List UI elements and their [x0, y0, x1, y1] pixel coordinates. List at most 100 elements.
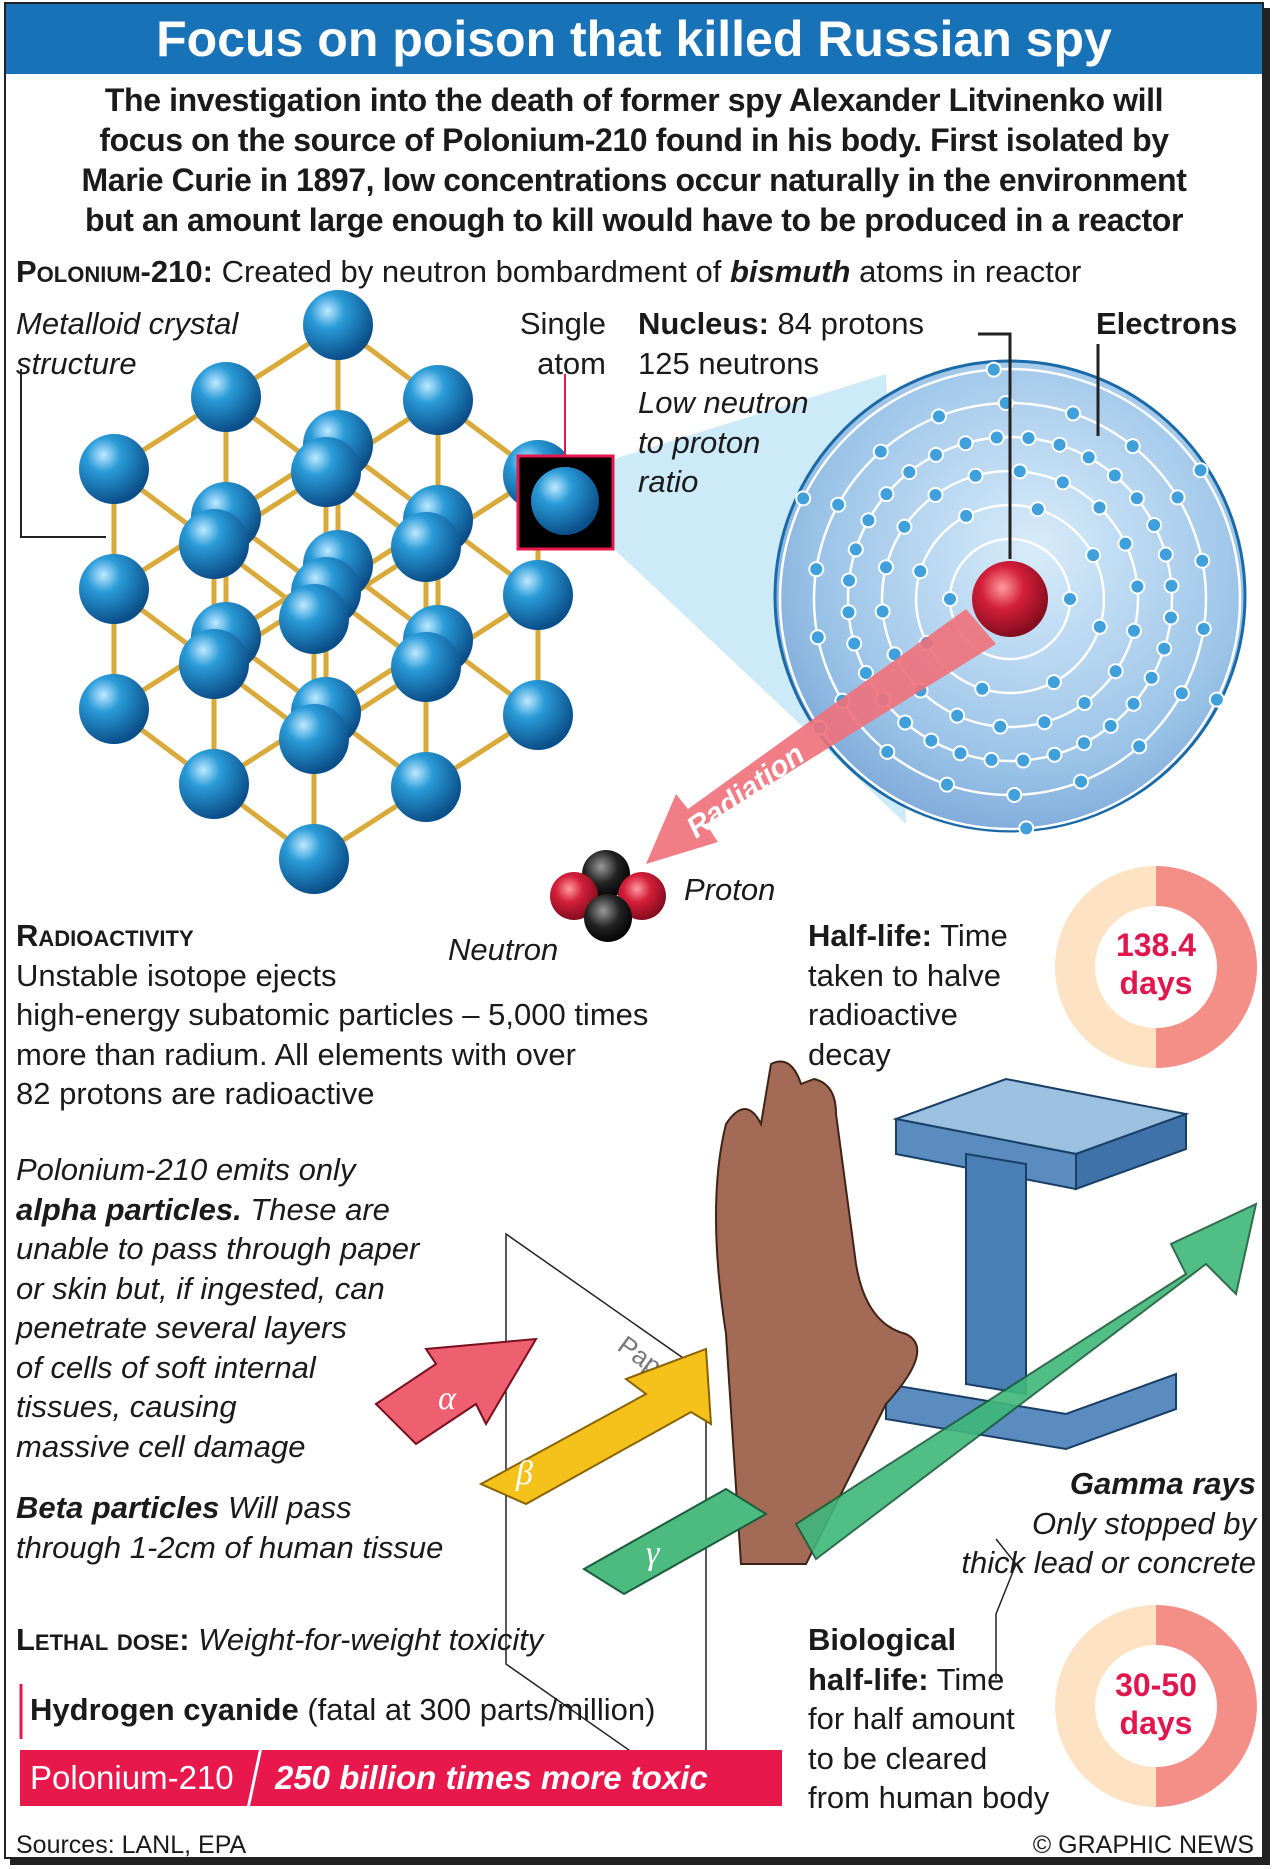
electron	[1208, 691, 1225, 708]
electron	[901, 464, 918, 481]
lattice-atom	[79, 554, 149, 624]
electron	[1085, 547, 1102, 564]
nucleus	[972, 561, 1048, 637]
gamma-bar: γ	[582, 1487, 768, 1596]
electron	[1128, 490, 1145, 507]
electron	[930, 408, 947, 425]
electron	[985, 361, 1002, 378]
electron	[860, 512, 877, 529]
lattice-atom	[179, 629, 249, 699]
electron	[1036, 714, 1053, 731]
electron	[1015, 752, 1032, 769]
electron	[1018, 820, 1035, 837]
electron	[1076, 735, 1093, 752]
nucleus-label: Nucleus: 84 protons 125 neutrons Low neu…	[638, 306, 925, 499]
intro-line: but an amount large enough to kill would…	[84, 202, 1184, 238]
electron	[1125, 695, 1142, 712]
polonium-line: Polonium-210: Created by neutron bombard…	[16, 254, 1082, 289]
electron	[1073, 773, 1090, 790]
sources: Sources: LANL, EPA	[16, 1831, 247, 1859]
electron	[1080, 449, 1097, 466]
bio-half-life-donut	[1055, 1605, 1257, 1807]
electron	[872, 443, 889, 460]
electron	[808, 561, 825, 578]
electron	[1194, 552, 1211, 569]
alpha-text: Polonium-210 emits only alpha particles.…	[16, 1152, 420, 1464]
electron	[1076, 695, 1093, 712]
svg-text:γ: γ	[646, 1535, 661, 1572]
electron	[992, 718, 1009, 735]
electron	[1162, 609, 1179, 626]
electron	[846, 635, 863, 652]
radiation-arrow	[646, 609, 996, 864]
lattice-atom	[403, 365, 473, 435]
electron	[952, 745, 969, 762]
electron	[942, 591, 958, 607]
electron	[1129, 578, 1146, 595]
infographic: Focus on poison that killed Russian spy …	[4, 2, 1264, 1859]
lattice-atom	[79, 434, 149, 504]
electron	[927, 446, 944, 463]
lattice-atom	[291, 437, 361, 507]
electron	[938, 776, 955, 793]
radiation-label: Radiation	[681, 738, 811, 845]
electron	[1143, 669, 1160, 686]
electron	[1054, 474, 1071, 491]
illustration: Radiation Paper α	[19, 290, 1258, 1807]
electron	[1131, 738, 1148, 755]
electron	[1011, 463, 1028, 480]
bio-half-life-text: Biological half-life: Time for half amou…	[808, 1622, 1050, 1815]
intro-line: Marie Curie in 1897, low concentrations …	[81, 162, 1187, 198]
neutron-label: Neutron	[448, 932, 559, 967]
electron	[878, 559, 895, 576]
electron	[1163, 577, 1180, 594]
polonium-toxicity-banner: Polonium-210 250 billion times more toxi…	[20, 1750, 782, 1806]
lattice-atom	[391, 752, 461, 822]
beta-text: Beta particles Will pass through 1-2cm o…	[16, 1490, 444, 1565]
half-life-donut	[1055, 866, 1257, 1068]
electron	[1146, 516, 1163, 533]
electron	[1020, 430, 1037, 447]
electron	[1157, 546, 1174, 563]
lattice-atom	[79, 674, 149, 744]
banner-toxic: 250 billion times more toxic	[274, 1759, 708, 1796]
electron	[1173, 685, 1190, 702]
electron	[1065, 405, 1082, 422]
alpha-particle	[550, 850, 666, 942]
intro-line: The investigation into the death of form…	[104, 82, 1164, 118]
electron	[830, 496, 847, 513]
electron	[923, 732, 940, 749]
lethal-dose-heading: Lethal dose: Weight-for-weight toxicity	[16, 1622, 544, 1657]
lattice-atom	[391, 632, 461, 702]
electron	[1125, 622, 1142, 639]
nucleus-pointer	[978, 332, 1012, 559]
electron	[1117, 535, 1134, 552]
single-atom	[531, 467, 599, 535]
svg-text:α: α	[438, 1380, 457, 1417]
lattice-atom	[191, 362, 261, 432]
lattice-atom	[303, 290, 373, 360]
electron	[897, 714, 914, 731]
electron	[1046, 746, 1063, 763]
alpha-arrow: α	[374, 1337, 538, 1446]
svg-text:β: β	[515, 1455, 533, 1492]
electron	[988, 429, 1005, 446]
title-bar: Focus on poison that killed Russian spy	[6, 4, 1262, 74]
lattice-atom	[179, 509, 249, 579]
electron	[1091, 618, 1108, 635]
lattice-atom	[279, 584, 349, 654]
proton-label: Proton	[684, 872, 776, 907]
credit: © GRAPHIC NEWS	[1032, 1831, 1254, 1859]
electron	[1051, 436, 1068, 453]
electron	[1156, 640, 1173, 657]
electron	[809, 629, 826, 646]
lattice-atom	[503, 680, 573, 750]
electron	[957, 435, 974, 452]
electron	[1192, 462, 1209, 479]
electron	[847, 541, 864, 558]
electron	[896, 518, 913, 535]
